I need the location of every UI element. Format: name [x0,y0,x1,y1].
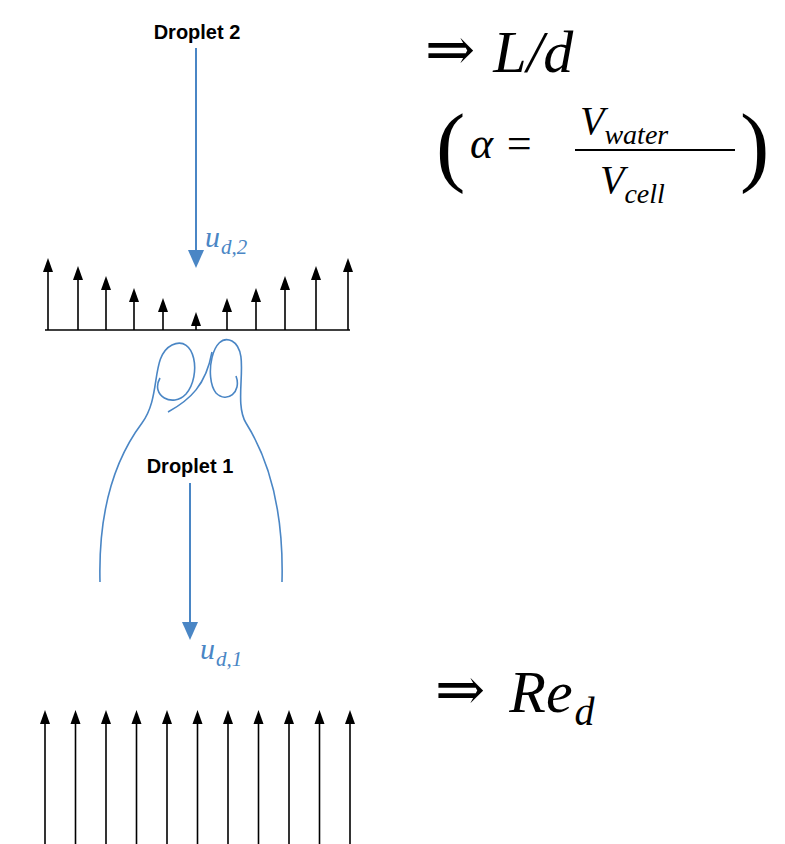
volume-subscript: cell [624,180,664,208]
arrow-head [345,710,355,724]
wake-vortices [100,340,282,582]
droplet-circle: Droplet 1 [100,405,280,585]
flow-arrow [136,722,138,844]
arrow-head [251,288,261,302]
droplet-fill [115,2,279,166]
flow-arrow [349,722,351,844]
velocity-subscript: d,1 [216,649,242,670]
flow-arrow [75,722,77,844]
velocity-subscript: d,2 [221,237,247,258]
flow-arrow [288,722,290,844]
flow-arrow [105,722,107,844]
arrow-head [191,312,201,326]
flow-arrow [258,722,260,844]
arrow-head [223,710,233,724]
arrow-head [254,710,264,724]
velocity-arrow [162,310,164,330]
arrow-head [71,710,81,724]
length-ratio: L/d [493,22,573,82]
profile-baseline [45,329,350,331]
arrow-head [343,258,353,272]
arrow-head [315,710,325,724]
flow-arrow [166,722,168,844]
velocity-arrow [315,278,317,330]
uniform-flow [40,710,355,844]
flow-arrow [44,722,46,844]
velocity-symbol: u [205,222,220,252]
arrow-head [101,710,111,724]
flow-arrow [197,722,199,844]
reynolds-subscript: d [575,692,595,732]
volume-symbol: V [600,160,624,200]
arrow-head [182,622,198,640]
velocity-vector [195,48,197,252]
arrow-head [132,710,142,724]
droplet-velocity [182,48,204,640]
alpha-symbol: α = [470,122,534,166]
velocity-arrow [105,288,107,330]
reynolds-symbol: Re [509,662,572,722]
velocity-symbol: u [200,634,215,664]
arrow-head [129,288,139,302]
arrow-head [188,250,204,268]
velocity-profile [43,258,353,330]
arrow-head [101,276,111,290]
droplet-outline [100,405,280,585]
arrow-head [162,710,172,724]
velocity-arrow [255,300,257,330]
velocity-arrow [226,310,228,330]
implies-arrow: ⇒ [425,20,475,80]
droplet-circle: Droplet 2 [114,1,280,167]
droplet-label: Droplet 2 [114,21,280,44]
fraction-bar [575,149,735,151]
velocity-vector [189,483,191,624]
arrow-head [280,276,290,290]
volume-symbol: V [580,101,604,141]
velocity-arrow [47,270,49,330]
arrow-head [193,710,203,724]
arrow-head [40,710,50,724]
droplet-label: Droplet 1 [100,455,280,478]
arrow-head [73,266,83,280]
parenthesis: ( [436,102,465,190]
arrow-head [222,298,232,312]
implies-arrow: ⇒ [435,660,485,720]
velocity-arrow [284,288,286,330]
velocity-arrow [133,300,135,330]
volume-subscript: water [604,121,668,149]
flow-arrow [319,722,321,844]
arrow-head [284,710,294,724]
velocity-arrow [77,278,79,330]
wake-line [168,352,212,412]
arrow-head [43,258,53,272]
parenthesis: ) [740,102,769,190]
arrow-head [311,266,321,280]
arrow-head [158,298,168,312]
flow-arrow [227,722,229,844]
droplet-fill [101,406,279,584]
velocity-arrow [347,270,349,330]
